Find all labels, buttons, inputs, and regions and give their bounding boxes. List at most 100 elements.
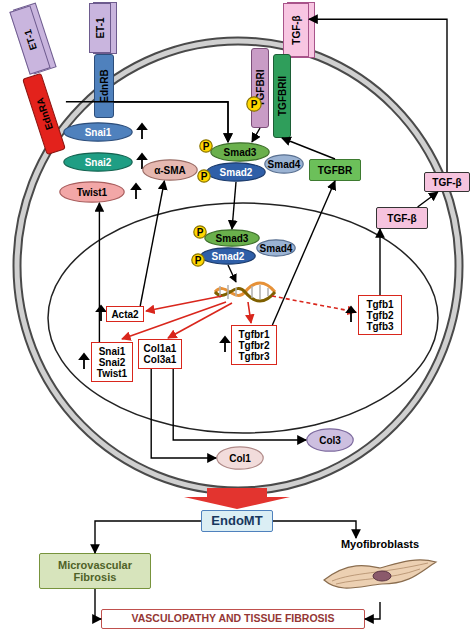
shape-fill xyxy=(192,254,204,266)
connector xyxy=(282,138,335,159)
transcription-arrow xyxy=(168,303,232,338)
up-arrow xyxy=(221,337,229,352)
phospho-circle: P xyxy=(193,225,207,239)
node-text: P xyxy=(251,99,258,110)
transcription-arrow xyxy=(146,296,222,311)
shape-fill xyxy=(60,182,124,202)
connector xyxy=(273,521,356,538)
connector xyxy=(232,182,236,229)
shape-fill xyxy=(247,97,261,111)
transcription-arrow xyxy=(248,302,251,323)
node-text: P xyxy=(197,227,204,238)
node-text: TGF-β xyxy=(432,177,461,188)
protein-box: TGF-β xyxy=(424,172,470,192)
stress-fibers xyxy=(332,563,428,584)
connector xyxy=(114,102,228,142)
cell-membrane-core xyxy=(17,41,459,491)
shape-fill xyxy=(211,143,269,161)
shape-fill xyxy=(200,140,212,152)
connector xyxy=(418,192,438,207)
connector xyxy=(272,181,335,325)
node-text: TGFBRII xyxy=(277,76,288,116)
gene-box: Snai1 Snai2 Twist1 xyxy=(91,342,133,382)
cell-membrane xyxy=(17,41,459,491)
protein-ellipse: Snai1 xyxy=(63,122,133,142)
shape-fill xyxy=(198,170,210,182)
up-arrow xyxy=(138,124,146,139)
up-arrow xyxy=(97,306,105,321)
node-text: Myofibroblasts xyxy=(341,538,419,550)
collagen-ellipse: Col3 xyxy=(306,428,354,452)
node-text: Snai2 xyxy=(85,157,112,168)
node-text: P xyxy=(201,171,208,182)
node-text: Tgfbr1 Tgfbr2 Tgfbr3 xyxy=(233,329,275,362)
shape-fill xyxy=(207,163,265,181)
receptor: EdnRB xyxy=(94,54,114,118)
big-red-arrow xyxy=(184,488,290,509)
receptor: EdnRA xyxy=(22,73,66,155)
connector xyxy=(309,19,447,172)
node-text: VASCULOPATHY AND TISSUE FIBROSIS xyxy=(131,613,334,625)
connector xyxy=(95,589,101,619)
myofibroblast-drawing xyxy=(320,550,440,598)
smad-ellipse: Smad4 xyxy=(264,154,304,174)
shape-fill xyxy=(265,155,303,173)
node-text: Smad2 xyxy=(220,167,253,178)
cell-body xyxy=(324,560,436,588)
shape-fill xyxy=(194,226,206,238)
shape-fill xyxy=(205,230,259,246)
connector xyxy=(365,602,380,619)
node-text: EdnRB xyxy=(99,69,110,102)
smad-ellipse: Smad3 xyxy=(210,142,270,162)
node-text: Snai1 Snai2 Twist1 xyxy=(93,346,131,379)
connector xyxy=(95,521,201,553)
process-box: EndoMT xyxy=(201,510,273,532)
connector xyxy=(173,369,306,440)
shape-fill xyxy=(257,240,295,256)
gene-box: Tgfbr1 Tgfbr2 Tgfbr3 xyxy=(231,325,277,365)
protein-ellipse: α-SMA xyxy=(142,159,198,181)
connector xyxy=(66,102,228,142)
ligand: TGF-β xyxy=(283,3,309,57)
collagen-ellipse: Col1 xyxy=(216,446,264,470)
gene-box: Tgfb1 Tgfb2 Tgfb3 xyxy=(358,295,402,335)
smad-ellipse: Smad4 xyxy=(256,239,296,257)
node-text: Col3 xyxy=(319,435,341,446)
shape-fill xyxy=(217,447,263,469)
dna-strand xyxy=(215,289,275,301)
shape-fill xyxy=(201,248,255,264)
gene-box: Col1a1 Col3a1 xyxy=(138,339,182,369)
phospho-circle: P xyxy=(199,139,213,153)
node-text: Twist1 xyxy=(77,187,107,198)
phospho-circle: P xyxy=(246,96,262,112)
connector xyxy=(140,181,164,306)
phospho-circle: P xyxy=(197,169,211,183)
shape-fill xyxy=(143,160,197,180)
node-text: TGF-β xyxy=(387,213,416,224)
node-text: Smad2 xyxy=(212,251,245,262)
node-text: Smad4 xyxy=(260,243,293,254)
node-text: Col1 xyxy=(229,453,251,464)
connector xyxy=(252,128,260,142)
ligand: ET-1 xyxy=(9,5,50,75)
smad-ellipse: Smad3 xyxy=(204,229,260,247)
connector xyxy=(99,203,100,342)
receptor: TGFBRI xyxy=(251,48,269,128)
node-text: TGFBR xyxy=(318,165,352,176)
node-text: TGF-β xyxy=(291,15,302,44)
node-text: Smad3 xyxy=(216,233,249,244)
node-text: Snai1 xyxy=(85,127,112,138)
transcription-arrow-dashed xyxy=(272,296,356,312)
node-text: ET-1 xyxy=(22,28,39,51)
connector xyxy=(151,369,216,458)
protein-ellipse: Twist1 xyxy=(59,181,125,203)
outcome-box: Microvascular Fibrosis xyxy=(39,553,151,589)
node-text: EndoMT xyxy=(211,514,262,528)
node-text: Smad3 xyxy=(224,147,257,158)
protein-box: TGF-β xyxy=(376,207,428,229)
shape-fill xyxy=(64,153,132,171)
nucleus-envelope xyxy=(48,203,438,433)
smad-ellipse: Smad2 xyxy=(206,162,266,182)
